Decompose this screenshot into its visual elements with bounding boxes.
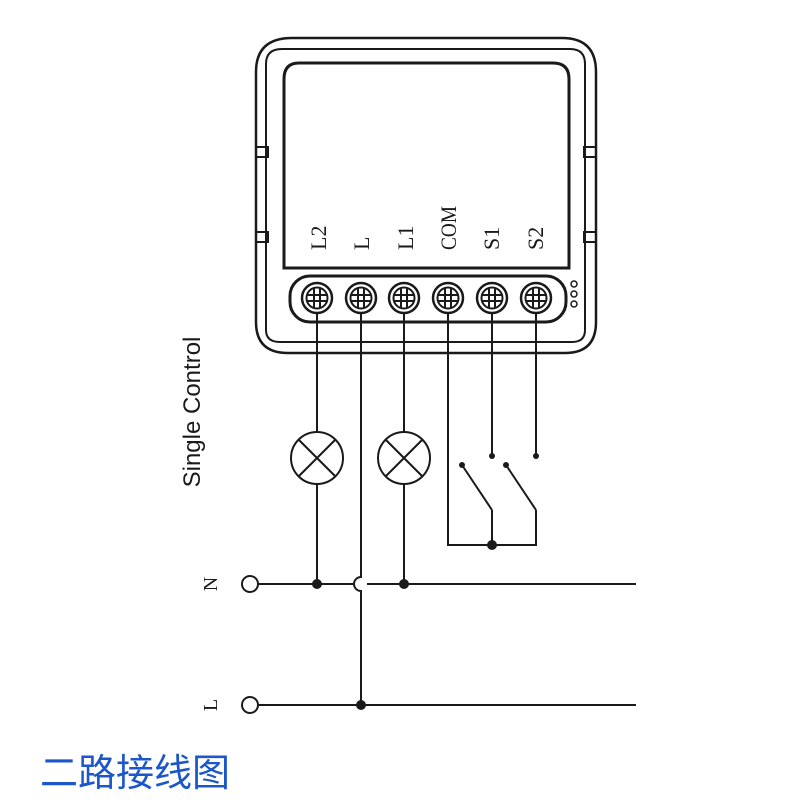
indicator-dot <box>570 280 578 288</box>
module-side-tab-left-lower <box>255 231 269 243</box>
wire-l-to-live <box>353 313 362 705</box>
diagram-caption: 二路接线图 <box>40 751 231 795</box>
module-side-tab-left-upper <box>255 146 269 158</box>
module-housing <box>254 36 598 355</box>
contact-dot <box>459 462 465 468</box>
switch-contacts <box>459 453 539 468</box>
lamp-icon <box>377 431 431 485</box>
terminal-label: L1 <box>393 226 418 250</box>
module-top-face <box>282 61 571 270</box>
indicator-dot <box>570 300 578 308</box>
junctions <box>312 540 497 710</box>
live-label: L <box>200 699 222 711</box>
terminal-screws <box>300 281 553 315</box>
module-outer-body <box>254 36 598 355</box>
terminal-screw-l <box>344 281 378 315</box>
junction-dot <box>356 700 366 710</box>
terminal-label: S2 <box>523 227 548 250</box>
terminal-screw-l1 <box>387 281 421 315</box>
terminal-label: L <box>349 237 374 250</box>
module-inner-bezel <box>265 48 586 343</box>
neutral-label: N <box>200 577 222 591</box>
terminal-screw-s2 <box>519 281 553 315</box>
live-terminal <box>241 696 259 714</box>
terminal-screw-l2 <box>300 281 334 315</box>
terminal-screw-s1 <box>475 281 509 315</box>
side-title: Single Control <box>179 337 206 488</box>
terminal-label: S1 <box>479 227 504 250</box>
indicator-dot <box>570 290 578 298</box>
contact-dot <box>503 462 509 468</box>
terminal-screw-com <box>431 281 465 315</box>
terminal-label: COM <box>436 206 461 250</box>
junction-dot <box>399 579 409 589</box>
switch-lever-2 <box>505 464 537 511</box>
module-side-tab-right-lower <box>583 231 597 243</box>
terminal-block <box>288 274 568 324</box>
switch-lever-1 <box>461 464 493 511</box>
junction-dot <box>312 579 322 589</box>
neutral-terminal <box>241 575 259 593</box>
wires <box>258 313 636 706</box>
junction-dot <box>487 540 497 550</box>
contact-dot <box>533 453 539 459</box>
terminal-label: L2 <box>306 226 331 250</box>
module-side-tab-right-upper <box>583 146 597 158</box>
lamp-icon <box>290 431 344 485</box>
contact-dot <box>489 453 495 459</box>
terminal-labels: L2 L L1 COM S1 S2 <box>306 206 548 250</box>
